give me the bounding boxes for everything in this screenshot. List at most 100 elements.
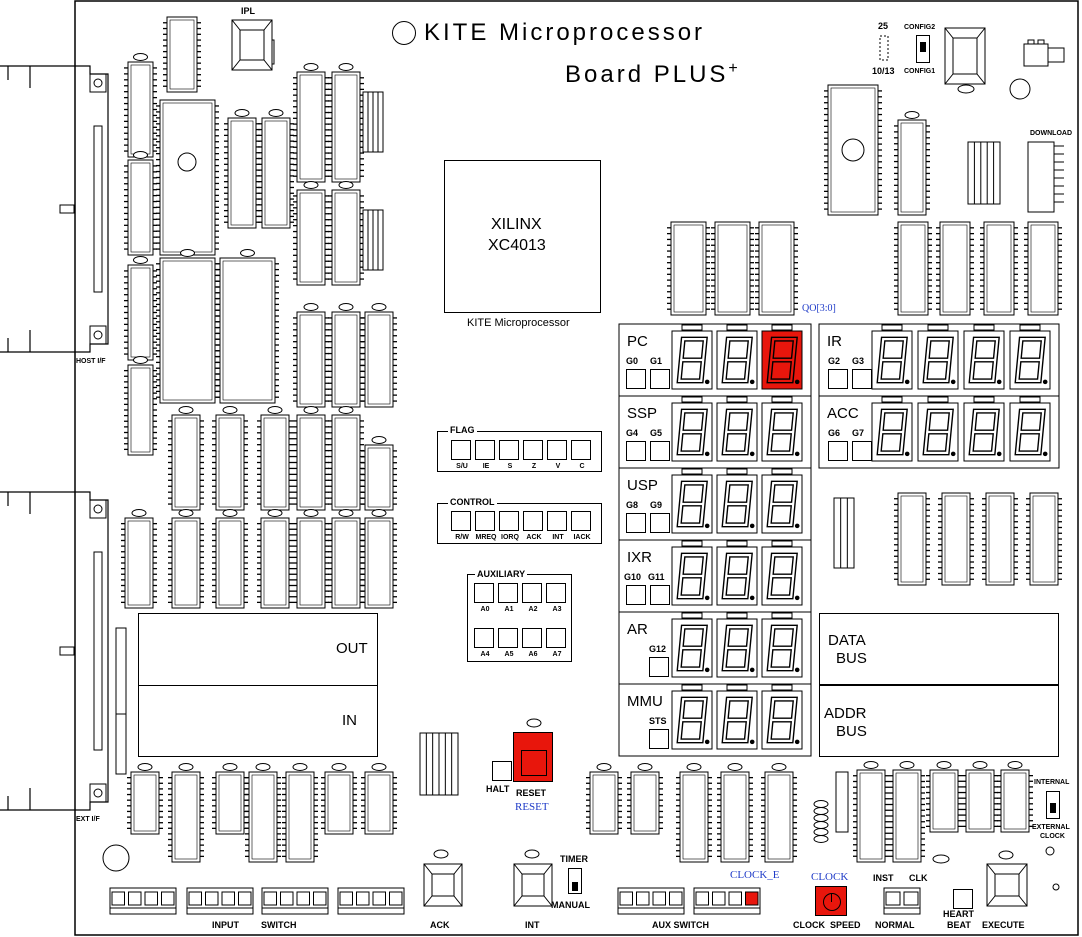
dip-switch <box>109 887 177 915</box>
dip-chip <box>667 221 710 316</box>
seven-seg-digit <box>716 684 758 750</box>
register-name-mmu: MMU <box>627 693 663 710</box>
seven-seg-digit <box>671 396 713 462</box>
dip-chip <box>328 509 364 609</box>
control-led-label: IORQ <box>501 534 519 541</box>
register-led-g12 <box>649 657 669 677</box>
dip-chip <box>328 406 364 511</box>
inductor-coil <box>813 835 829 843</box>
resistor-network <box>362 209 384 271</box>
register-name-acc: ACC <box>827 405 859 422</box>
flag-led-label: IE <box>482 463 490 470</box>
flag-led-ie <box>475 440 495 460</box>
dip-switch <box>883 887 921 915</box>
register-led-g0 <box>626 369 646 389</box>
config-switch[interactable] <box>916 35 930 63</box>
clock-speed-knob[interactable] <box>815 886 847 916</box>
dip-chip <box>980 221 1018 316</box>
seven-seg-digit <box>671 684 713 750</box>
download-button[interactable] <box>945 28 985 84</box>
dip-chip <box>894 492 930 586</box>
dip-switch <box>261 887 329 915</box>
download-label: DOWNLOAD <box>1030 130 1072 137</box>
dip-chip <box>257 509 293 609</box>
ipl-button-graphic <box>231 19 273 71</box>
control-title: CONTROL <box>448 497 497 507</box>
switch-lever <box>1050 803 1056 813</box>
switch-lever <box>572 882 578 891</box>
dip-chip <box>717 763 753 863</box>
halt-label: HALT <box>486 784 510 794</box>
resistor-network <box>362 91 384 153</box>
seven-seg-digit <box>716 324 758 390</box>
ack-button[interactable] <box>424 864 462 918</box>
data-bus-label-1: DATA <box>828 632 866 649</box>
internal-label: INTERNAL <box>1034 779 1070 786</box>
led-oval <box>957 84 975 94</box>
data-bus-panel <box>819 613 1059 685</box>
dip-chip <box>938 492 974 586</box>
seven-seg-digit <box>871 324 913 390</box>
dip-chip <box>124 256 157 361</box>
flag-led-label: C <box>579 463 585 470</box>
dip-chip <box>962 761 998 833</box>
timer-manual-switch[interactable] <box>568 868 582 894</box>
inst-label: INST <box>873 873 894 883</box>
edge-connector <box>0 65 109 353</box>
dip-chip <box>212 509 248 609</box>
control-led-iack <box>571 511 591 531</box>
register-led-g4 <box>626 441 646 461</box>
clock-source-switch[interactable] <box>1046 791 1060 819</box>
aux-led-label: A6 <box>528 651 538 658</box>
dip-chip <box>361 763 397 835</box>
dip-chip <box>293 509 329 609</box>
addr-bus-panel <box>819 685 1059 757</box>
in-label: IN <box>342 712 357 729</box>
register-led-label: G2 <box>828 356 841 366</box>
dip-chip <box>361 436 397 511</box>
register-led-label: G7 <box>852 428 865 438</box>
clock-label: CLOCK <box>1040 833 1065 840</box>
dip-chip <box>361 509 397 609</box>
seven-seg-digit <box>761 540 803 606</box>
download-button-graphic <box>944 27 986 85</box>
qo-label: QO[3:0] <box>802 303 836 314</box>
dip-chip <box>293 406 329 511</box>
control-led-mreq <box>475 511 495 531</box>
dip-chip <box>258 109 294 229</box>
execute-button-graphic <box>986 863 1028 907</box>
dip-chip <box>361 303 397 408</box>
mount-hole <box>1009 78 1031 100</box>
register-led-label: G4 <box>626 428 639 438</box>
aux-led-label: A2 <box>528 606 538 613</box>
dip-chip <box>889 761 925 863</box>
reset-label: RESET <box>516 788 547 798</box>
mount-hole <box>1052 883 1060 891</box>
register-led-g2 <box>828 369 848 389</box>
seven-seg-digit <box>671 468 713 534</box>
mount-hole <box>1045 846 1055 856</box>
seven-seg-digit <box>671 612 713 678</box>
register-led-g3 <box>852 369 872 389</box>
dip-chip <box>168 509 204 609</box>
io-divider <box>138 685 378 686</box>
chip-circle <box>841 138 865 162</box>
ipl-button[interactable] <box>232 20 272 70</box>
execute-label: EXECUTE <box>982 920 1025 930</box>
execute-button[interactable] <box>987 864 1027 918</box>
chip-caption: KITE Microprocessor <box>467 317 570 329</box>
int-button[interactable] <box>514 864 552 918</box>
flag-led-c <box>571 440 591 460</box>
seven-seg-digit <box>917 324 959 390</box>
dip-switch <box>337 887 405 915</box>
control-led-ack <box>523 511 543 531</box>
dip-switch <box>693 887 761 915</box>
reset-button[interactable] <box>513 732 553 782</box>
register-led-label: G5 <box>650 428 663 438</box>
download-connector <box>1027 141 1055 213</box>
register-led-label: G11 <box>648 572 665 582</box>
seven-seg-digit <box>671 540 713 606</box>
seven-seg-digit <box>963 396 1005 462</box>
ack-label: ACK <box>430 920 450 930</box>
